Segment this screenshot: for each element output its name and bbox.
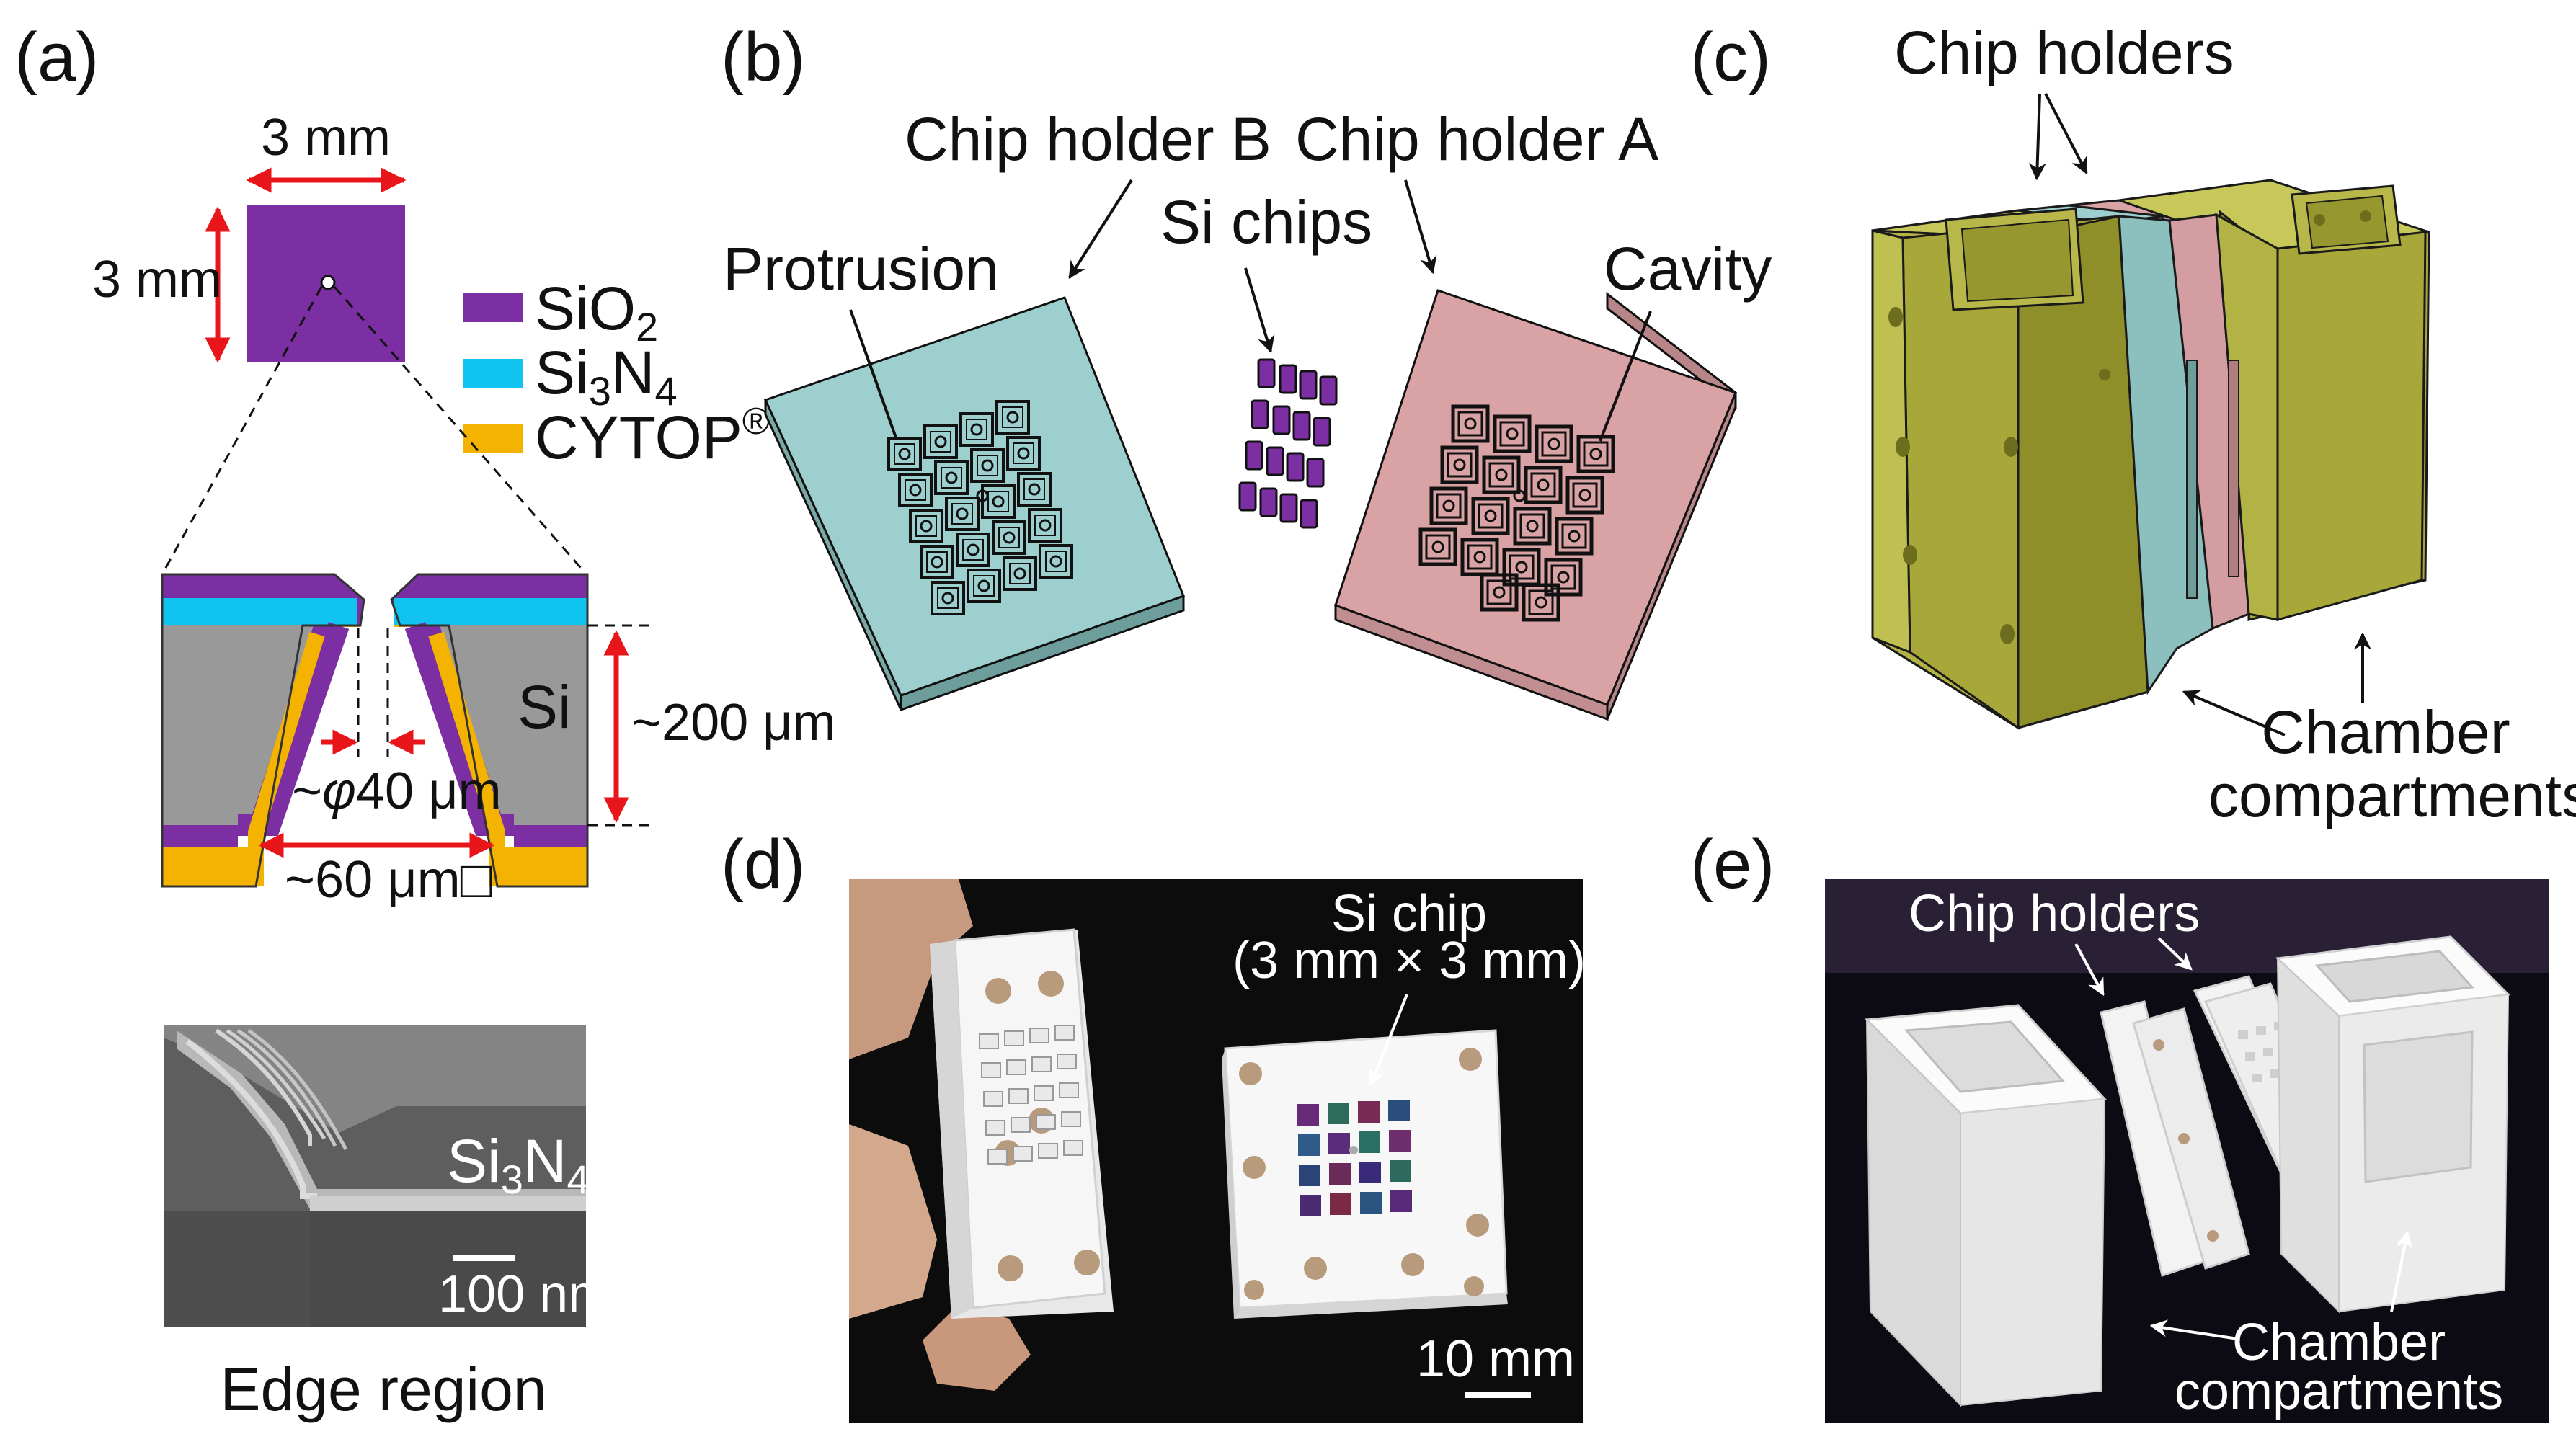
photo-d bbox=[849, 879, 1583, 1423]
panel-d-label: (d) bbox=[721, 826, 805, 903]
chamber-compartments-label-c-line2: compartments bbox=[2208, 762, 2576, 829]
si-chip-size-label: (3 mm × 3 mm) bbox=[1233, 932, 1586, 989]
panel-e-label: (e) bbox=[1690, 826, 1775, 903]
si-chip-array bbox=[1297, 1100, 1412, 1216]
chip-holders-e-arrow-2 bbox=[2157, 937, 2193, 971]
legend-label-sio2: SiO2 bbox=[535, 275, 658, 349]
chip-holders-label-e: Chip holders bbox=[1909, 885, 2200, 943]
width-dimension-label: 3 mm bbox=[261, 109, 391, 166]
panel-b-label: (b) bbox=[721, 19, 805, 96]
chamber-cad-model bbox=[1871, 179, 2430, 730]
panel-c-label: (c) bbox=[1690, 19, 1771, 96]
legend-swatch-sio2 bbox=[463, 293, 523, 322]
thickness-label: ~200 μm bbox=[631, 694, 836, 752]
chamber-e-arrow-right bbox=[2390, 1230, 2413, 1312]
legend-swatch-cytop bbox=[463, 424, 523, 453]
chamber-compartments-label-c-line1: Chamber bbox=[2261, 698, 2510, 766]
chamber-label-e-line2: compartments bbox=[2175, 1363, 2503, 1420]
cross-section bbox=[161, 573, 589, 888]
panel-a-label: (a) bbox=[14, 19, 99, 96]
chamber-label-e-line1: Chamber bbox=[2232, 1314, 2446, 1371]
si-chips bbox=[1238, 358, 1338, 529]
si-chips-arrow bbox=[1244, 267, 1275, 354]
si-layer-label: Si bbox=[518, 673, 572, 741]
panel-b: (b) bbox=[721, 19, 1772, 721]
panel-c: (c) bbox=[1690, 19, 2576, 829]
protrusion-label: Protrusion bbox=[723, 235, 999, 303]
legend-label-si3n4: Si3N4 bbox=[535, 339, 678, 414]
chip-holder-a-arrow bbox=[1404, 179, 1437, 275]
panel-e: (e) bbox=[1690, 826, 2549, 1423]
pore-dot bbox=[320, 275, 336, 290]
window-label: ~60 μm□ bbox=[285, 851, 492, 909]
chamber-arrow-left bbox=[2182, 690, 2286, 736]
panel-a: (a) 3 mm 3 mm SiO2 Si3N4 CYTOP® bbox=[14, 19, 836, 1423]
chamber-e-arrow-left bbox=[2149, 1319, 2239, 1340]
si-chip-arrow bbox=[1368, 994, 1408, 1087]
cavity-grid bbox=[1421, 406, 1613, 620]
chip-holder-b-arrow bbox=[1068, 179, 1133, 280]
cavity-pointer bbox=[1599, 311, 1652, 442]
legend-label-cytop: CYTOP® bbox=[535, 401, 770, 471]
chip-holder-a-label: Chip holder A bbox=[1295, 105, 1658, 173]
sem-caption: Edge region bbox=[220, 1355, 546, 1423]
sem-scale-bar-label: 100 nm bbox=[438, 1265, 611, 1323]
cavity-label: Cavity bbox=[1604, 235, 1772, 303]
protrusion-grid bbox=[887, 400, 1073, 615]
sem-image bbox=[164, 1025, 586, 1327]
si-chip-label: Si chip bbox=[1331, 885, 1487, 943]
chip-holder-b bbox=[763, 296, 1185, 712]
pore-diameter-label: ~φ40 μm bbox=[292, 762, 502, 820]
chip-holders-label-c: Chip holders bbox=[1894, 19, 2234, 86]
si-chips-label: Si chips bbox=[1160, 188, 1372, 256]
panel-d: (d) bbox=[721, 826, 1586, 1423]
protrusion-pointer bbox=[849, 309, 898, 440]
chip-holders-e-arrow-1 bbox=[2074, 943, 2105, 997]
chip-holder-a bbox=[1334, 289, 1737, 721]
sem-layer-label: Si3N4 bbox=[447, 1127, 590, 1202]
sem-scale-bar bbox=[453, 1255, 515, 1261]
height-dimension-label: 3 mm bbox=[92, 251, 222, 308]
chip-holders-arrow-1 bbox=[2028, 93, 2046, 181]
zoom-line-left bbox=[161, 286, 323, 574]
chip-holders-arrow-2 bbox=[2044, 93, 2088, 175]
zoom-line-right bbox=[333, 286, 587, 574]
photo-d-scale-label: 10 mm bbox=[1416, 1330, 1575, 1388]
chip-holder-b-label: Chip holder B bbox=[905, 105, 1271, 173]
photo-d-scale-bar bbox=[1465, 1392, 1531, 1398]
legend-swatch-si3n4 bbox=[463, 359, 523, 388]
